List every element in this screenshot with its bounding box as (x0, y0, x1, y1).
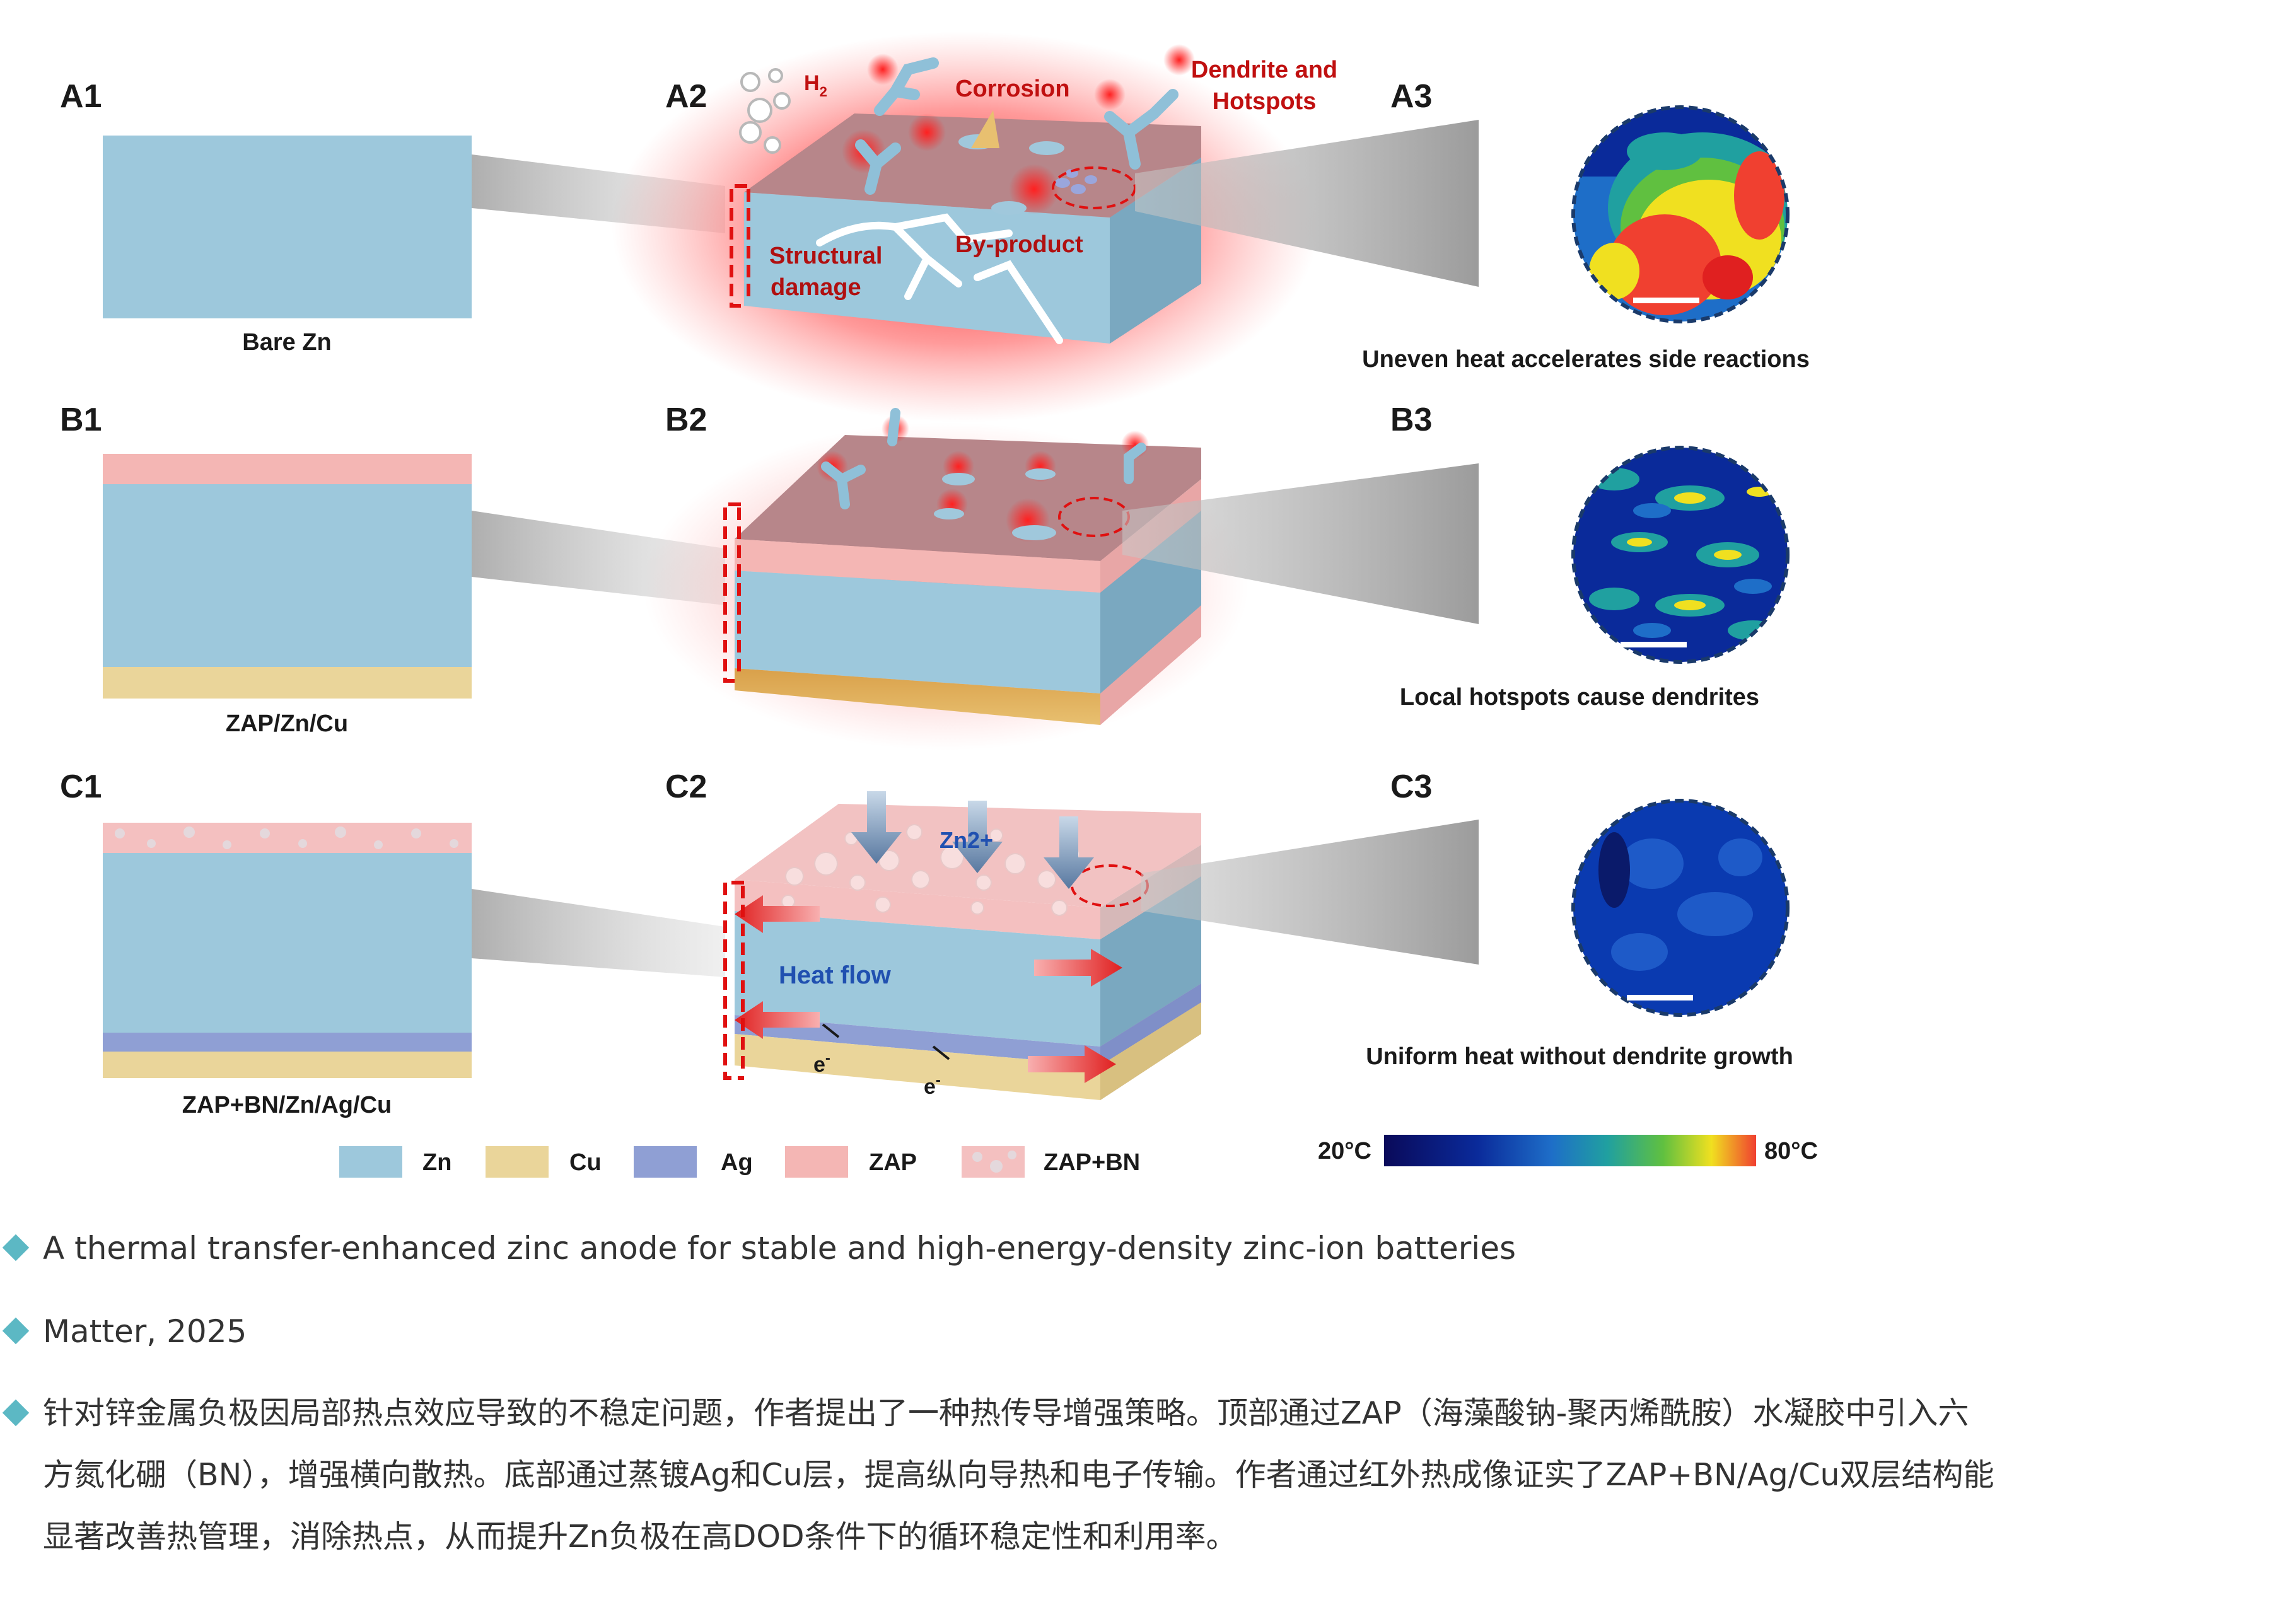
dendrite-label-line2: Hotspots (1213, 88, 1317, 115)
b3-thermal-border (1571, 446, 1790, 664)
a1-caption: Bare Zn (242, 329, 331, 356)
panel-label-c3: C3 (1390, 768, 1432, 805)
c1-zap-bn-layer (103, 823, 472, 853)
legend-swatch-ag (634, 1146, 697, 1178)
b3-scale-bar (1621, 642, 1687, 647)
legend-label-zn: Zn (422, 1149, 451, 1176)
summary-line-2: 方氮化硼（BN），增强横向散热。底部通过蒸镀Ag和Cu层，提高纵向导热和电子传输… (43, 1457, 1994, 1493)
c3-caption: Uniform heat without dendrite growth (1366, 1043, 1793, 1070)
b2-top-face (735, 435, 1201, 561)
legend-bn-dots (972, 1151, 1016, 1173)
a3-thermal-image (1573, 107, 1788, 322)
structural-label-line1: Structural (769, 243, 882, 269)
a2-front-face (744, 192, 1110, 344)
summary-line-1: 针对锌金属负极因局部热点效应导致的不稳定问题，作者提出了一种热传导增强策略。顶部… (43, 1395, 1969, 1431)
c3-thermal-image (1573, 801, 1788, 1015)
h2-bubbles (739, 68, 791, 154)
zn2-down-arrows (851, 791, 1094, 889)
bullet-diamond-icon (2, 1399, 30, 1427)
c2-bn-particles (781, 824, 1080, 916)
panel-label-b2: B2 (665, 402, 707, 438)
legend-label-zap-bn: ZAP+BN (1044, 1149, 1140, 1176)
legend-label-zap: ZAP (869, 1149, 917, 1176)
panel-label-c1: C1 (60, 768, 102, 805)
b1-zn-layer (103, 484, 472, 667)
a3-caption: Uneven heat accelerates side reactions (1362, 346, 1810, 373)
temperature-colorbar: 20°C 80°C (1318, 1135, 1818, 1166)
journal-line: Matter, 2025 (43, 1313, 247, 1350)
c2-cu-front (735, 1034, 1100, 1100)
summary-line-3: 显著改善热管理，消除热点，从而提升Zn负极在高DOD条件下的循环稳定性和利用率。 (43, 1519, 1237, 1555)
b2-zap-front (735, 539, 1100, 593)
a2-dendrite (855, 57, 1179, 195)
a2-corrosion-mark (971, 110, 999, 148)
b3-thermal-image (1573, 448, 1788, 662)
b2-zoom-funnel (1122, 463, 1479, 624)
b2-dendrite (821, 408, 1146, 509)
electron-markers: e- e- (813, 1023, 950, 1099)
legend-label-ag: Ag (721, 1149, 753, 1176)
b3-caption: Local hotspots cause dendrites (1400, 684, 1759, 710)
c1-cu-layer (103, 1052, 472, 1078)
c2-zn-front (735, 911, 1100, 1047)
legend-swatch-zap (785, 1146, 848, 1178)
colorbar-min-label: 20°C (1318, 1138, 1371, 1164)
c1-bn-particles (115, 826, 458, 849)
heat-flow-label: Heat flow (779, 961, 892, 989)
a3-scale-bar (1633, 298, 1699, 303)
a2-dashed-bracket (730, 184, 747, 308)
b2-cu-front (735, 668, 1100, 725)
panel-label-a1: A1 (60, 78, 102, 115)
a3-thermal-border (1571, 105, 1790, 323)
c2-side-ag (1100, 983, 1201, 1065)
svg-text:e-: e- (924, 1072, 941, 1099)
colorbar-gradient (1384, 1135, 1756, 1166)
panel-label-b1: B1 (60, 402, 102, 438)
legend-swatch-cu (486, 1146, 549, 1178)
structural-label-line2: damage (771, 274, 861, 301)
zn2-label: Zn2+ (940, 827, 993, 853)
panel-label-b3: B3 (1390, 402, 1432, 438)
c2-side-zn (1100, 876, 1201, 1047)
paper-title: A thermal transfer-enhanced zinc anode f… (43, 1230, 1516, 1267)
b1-caption: ZAP/Zn/Cu (226, 710, 348, 737)
h2-label: H2 (804, 71, 827, 100)
layer-legend: Zn Cu Ag ZAP ZAP+BN (339, 1146, 1140, 1178)
legend-swatch-zn (339, 1146, 402, 1178)
c2-zap-bn-front (735, 879, 1100, 939)
c1-zoom-funnel (472, 889, 725, 977)
b2-zn-front (735, 571, 1100, 693)
heat-flow-arrows (735, 895, 1122, 1083)
c3-scale-bar (1627, 995, 1693, 1000)
c2-side-cu (1100, 1002, 1201, 1100)
c1-caption: ZAP+BN/Zn/Ag/Cu (182, 1092, 392, 1118)
a2-zoom-funnel (1135, 120, 1479, 287)
c1-ag-layer (103, 1033, 472, 1052)
b2-dashed-bracket (723, 502, 741, 683)
c2-dashed-bracket (723, 881, 744, 1080)
b1-cu-layer (103, 667, 472, 699)
colorbar-max-label: 80°C (1764, 1138, 1818, 1164)
c1-zn-layer (103, 853, 472, 1033)
c2-zoom-funnel (1141, 820, 1479, 965)
corrosion-label: Corrosion (955, 76, 1070, 102)
dendrite-label-line1: Dendrite and (1191, 57, 1337, 83)
svg-text:e-: e- (813, 1050, 830, 1077)
panel-label-a3: A3 (1390, 78, 1432, 115)
schematic-figure: A1 A2 A3 Bare Zn H2 Co (60, 32, 1818, 1178)
byproduct-label: By-product (955, 231, 1083, 258)
b1-zap-layer (103, 454, 472, 484)
bullet-diamond-icon (2, 1317, 30, 1345)
a2-crack (816, 213, 1063, 344)
b2-dendrite-bumps (934, 468, 1056, 540)
panel-label-c2: C2 (665, 768, 707, 805)
legend-label-cu: Cu (569, 1149, 602, 1176)
c3-thermal-border (1571, 799, 1790, 1017)
a1-zn-layer (103, 136, 472, 318)
bullet-diamond-icon (2, 1234, 30, 1262)
